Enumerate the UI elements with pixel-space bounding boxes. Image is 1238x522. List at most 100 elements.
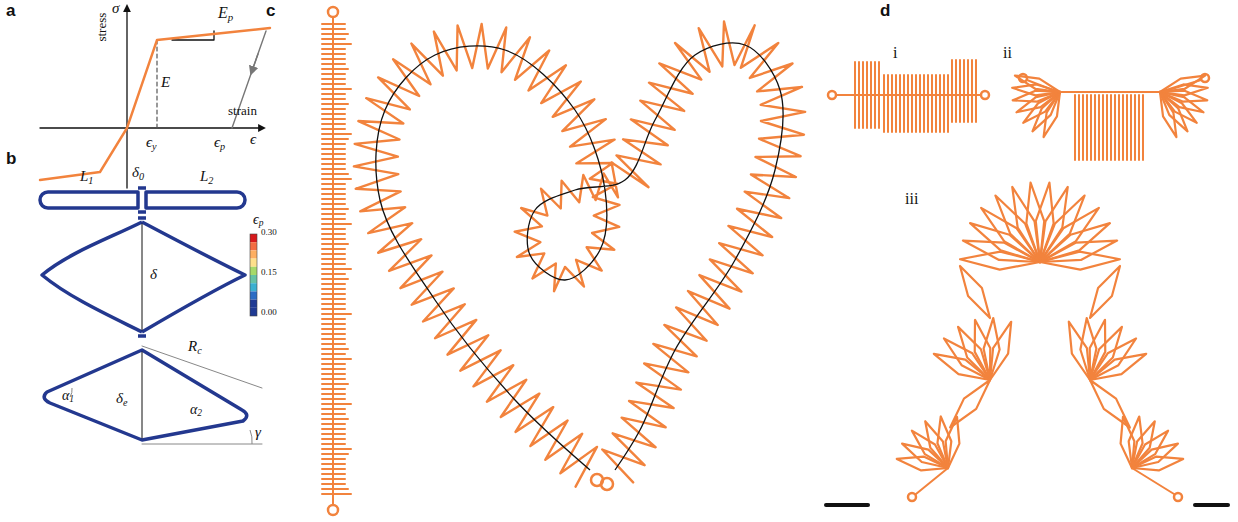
spring-bar [322,293,345,295]
yield-dashed-line [156,40,157,128]
gap-symbol: δ0 [132,164,144,181]
spring-bar [322,253,345,255]
end-ring [981,91,989,99]
rhombus-unit [937,417,951,468]
spring-bar [870,62,872,128]
symbol-subscript: e [123,397,128,408]
scale-bar [826,503,868,507]
symbol-subscript: p [259,218,264,228]
spring-bar [322,363,345,365]
symbol-base: ϵ [214,134,220,150]
axis-symbol: σ [112,0,119,17]
spring-bar [322,453,348,455]
colorbar-segment [250,291,257,299]
rhombus-unit [990,322,1011,380]
spring-bar [1106,95,1108,160]
hinge-tab [138,188,146,212]
spring-bar [883,75,885,132]
spring-bar [322,448,351,450]
spring-bar [322,148,345,150]
spring-bar [322,263,345,265]
opening-line [142,352,143,438]
spring-bar [322,58,345,60]
spring-bar [322,218,345,220]
symbol-base: δ [132,164,139,180]
end-ring [328,505,338,515]
spring-bar [955,60,957,122]
spring-bar [322,373,345,375]
colorbar-tick: 0.30 [261,228,277,238]
spring-bar [903,75,905,132]
spring-bar [887,75,889,132]
spring-bar [939,75,941,132]
spring-bar [322,118,345,120]
symbol-base: ϵ [146,134,152,150]
flat-loop [40,192,138,208]
designs-panel [828,60,1228,505]
angle-symbol: α1 [62,388,74,403]
rhombus-unit [1015,76,1060,92]
spring-bar [322,368,345,370]
opening-symbol: δe [116,390,128,407]
spring-bar [322,268,351,270]
spring-bar [322,228,345,230]
hinge-tab [138,218,146,336]
spring-bar [322,333,345,335]
rhombus-unit [960,266,990,318]
spring-bar [891,75,893,132]
zigzag-loops [354,21,805,486]
opening-line [142,224,143,330]
symbol-subscript: 0 [139,171,144,182]
unloading-arrow [252,54,258,71]
strain-axis [40,127,262,128]
spring-bar [322,143,345,145]
axis-title: strain [228,104,257,118]
spring-bar [862,62,864,128]
spring-bar [322,158,345,160]
opening-symbol: δ [150,266,157,283]
spring-bar [322,183,345,185]
spring-bar [322,258,345,260]
rhombus-unit [1090,266,1120,318]
spring-bar [858,62,860,128]
spring-bar [322,393,345,395]
spring-bar [1110,95,1112,160]
axis-title: stress [95,13,109,42]
spring-bar [322,338,345,340]
spring-bar [322,88,351,90]
spring-bar [322,248,345,250]
end-ring [328,7,338,17]
spring-bar [1074,95,1076,160]
spring-bar [322,108,345,110]
spring-bar [899,75,901,132]
spring-bar [322,48,345,50]
spring-bar [322,428,345,430]
rhombus-unit [1160,92,1176,137]
length-symbol: L2 [200,168,213,185]
strain-symbol: ϵp [214,134,225,151]
length-symbol: L1 [80,168,93,185]
spring-bar [907,75,909,132]
spring-bar [866,62,868,128]
colorbar-tick: 0.00 [261,308,277,318]
spring-bar [322,38,345,40]
spring-bar [931,75,933,132]
colorbar-segment [250,250,257,258]
spring-bar [322,83,345,85]
spring-bar [322,168,345,170]
stress-strain-plot [40,8,270,188]
spring-bar [322,318,345,320]
spring-bar [322,33,348,35]
spring-bar [322,188,345,190]
spring-bar [1086,95,1088,160]
symbol-subscript: 2 [208,175,213,186]
bilinear-curve [40,28,270,180]
spring-bar [322,133,351,135]
spring-bar [322,223,351,225]
spring-bar [322,308,345,310]
spring-bar [322,473,345,475]
spring-bar [322,193,345,195]
spring-bar [1118,95,1120,160]
spring-bar [1138,95,1140,160]
